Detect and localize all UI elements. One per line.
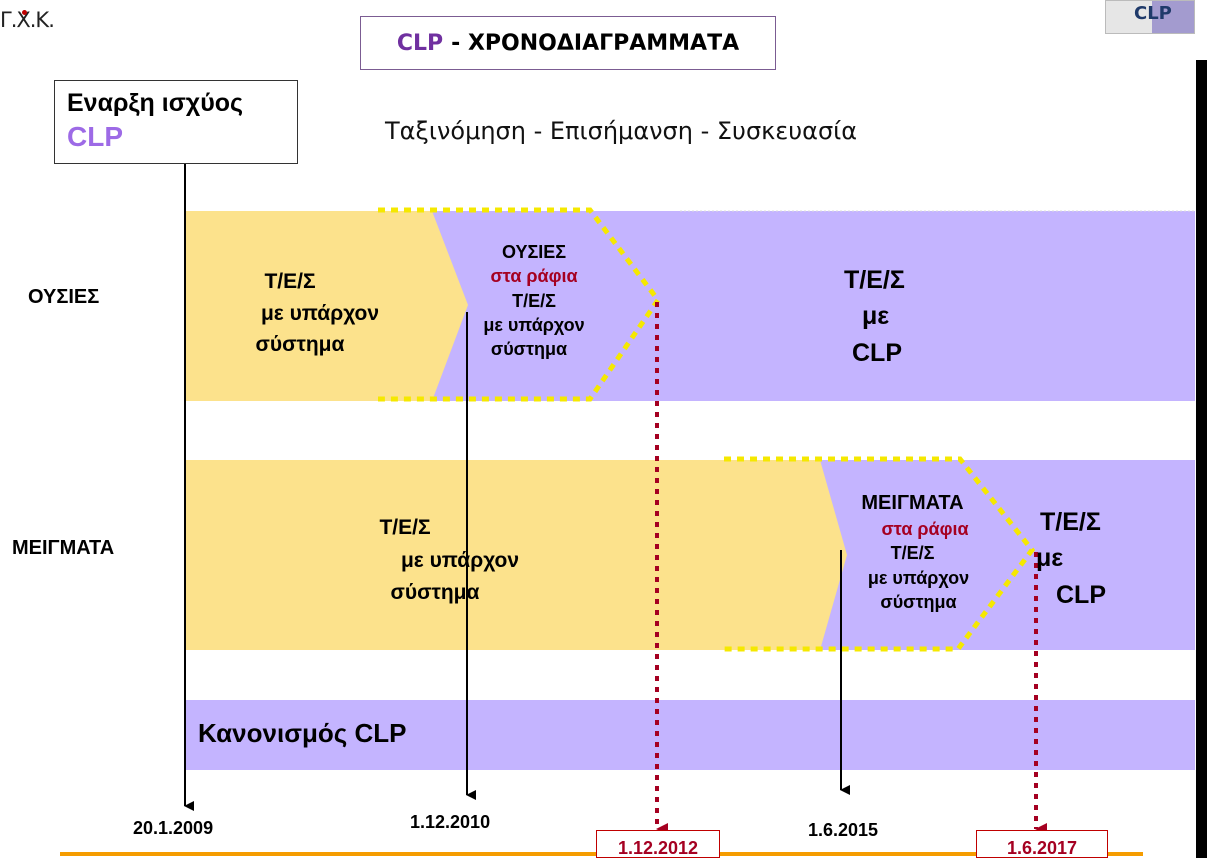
mixtures-clp-text: Τ/Ε/Σ με CLP [1036,504,1136,613]
date-2009: 20.1.2009 [133,818,214,838]
regulation-band [185,700,1195,770]
date-2015: 1.6.2015 [808,820,879,840]
substances-current-text: Τ/Ε/Σ με υπάρχον σύστημα [200,266,430,361]
mixtures-current-l3: σύστημα [390,581,480,605]
substances-transition-l3: Τ/Ε/Σ [512,290,556,311]
mixtures-transition-l5: σύστημα [880,591,957,612]
right-edge-bar [1196,60,1207,858]
substances-transition-l5: σύστημα [490,339,568,360]
date-2017-box: 1.6.2017 [976,830,1108,858]
substances-clp-l2: με [862,302,890,331]
mixtures-current-arrow [185,460,847,650]
mixtures-transition-outline [724,456,1036,652]
substances-clp-band [378,211,1195,401]
substances-transition-title: ΟΥΣΙΕΣ [501,242,567,262]
mixtures-transition-text: ΜΕΙΓΜΑΤΑ στα ράφια Τ/Ε/Σ με υπάρχον σύστ… [840,490,985,614]
substances-current-l2: με υπάρχον [260,301,380,325]
clp-badge: CLP [1105,0,1195,34]
start-box-line1: Εναρξη ισχύος [67,89,244,117]
mixtures-clp-l3: CLP [1056,580,1106,609]
page-title: CLP - ΧΡΟΝΟΔΙΑΓΡΑΜΜΑΤΑ [360,16,776,70]
date-2017: 1.6.2017 [1006,838,1078,858]
mixtures-transition-l4: με υπάρχον [867,567,970,588]
mixtures-clp-l2: με [1036,544,1064,573]
substances-transition-l4: με υπάρχον [483,314,585,335]
mixtures-current-l2: με υπάρχον [400,548,520,572]
substances-current-l3: σύστημα [255,333,345,356]
substances-clp-l1: Τ/Ε/Σ [844,266,905,294]
substances-transition-shelf: στα ράφια [490,266,578,287]
title-rest: - ΧΡΟΝΟΔΙΑΓΡΑΜΜΑΤΑ [451,30,740,56]
substances-clp-text: Τ/Ε/Σ με CLP [820,262,940,371]
mixtures-transition-l3: Τ/Ε/Σ [890,543,935,564]
mixtures-clp-l1: Τ/Ε/Σ [1040,508,1101,536]
date-2012-box: 1.12.2012 [596,830,720,858]
mixtures-current-l1: Τ/Ε/Σ [379,516,431,539]
subtitle: Ταξινόμηση - Επισήμανση - Συσκευασία [385,117,858,145]
mixtures-transition-title: ΜΕΙΓΜΑΤΑ [861,492,964,514]
date-2010: 1.12.2010 [410,812,491,832]
title-clp: CLP [396,30,444,56]
substances-transition-text: ΟΥΣΙΕΣ στα ράφια Τ/Ε/Σ με υπάρχον σύστημ… [464,240,604,361]
logo-text: Γ.Χ.Κ. [0,8,55,32]
start-box-line2: CLP [67,121,123,152]
mixtures-transition-shelf: στα ράφια [881,519,969,539]
row-label-mixtures: ΜΕΙΓΜΑΤΑ [12,537,115,559]
logo-dot [22,10,27,15]
mixtures-current-text: Τ/Ε/Σ με υπάρχον σύστημα [330,512,560,610]
gxk-logo: Γ.Χ.Κ. [0,8,55,32]
date-2012: 1.12.2012 [617,838,699,858]
row-label-substances: ΟΥΣΙΕΣ [28,286,100,308]
regulation-label: Κανονισμός CLP [198,718,407,748]
start-box: Εναρξη ισχύος CLP [54,80,298,164]
substances-current-l1: Τ/Ε/Σ [264,270,316,293]
clp-badge-text: CLP [1134,3,1172,24]
substances-current-arrow [185,211,468,401]
substances-clp-l3: CLP [852,338,902,367]
